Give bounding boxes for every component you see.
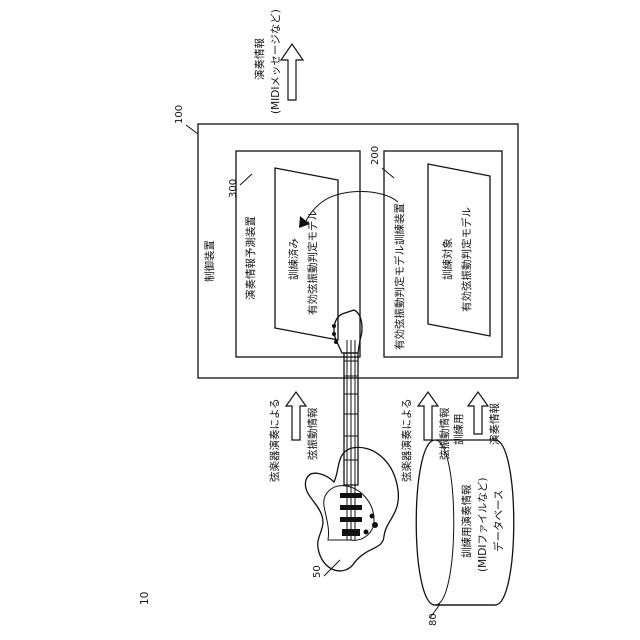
prediction-device-ref-leader (240, 174, 252, 185)
control-device-label: 制御装置 (203, 240, 216, 282)
guitar-ref-leader (324, 560, 340, 576)
guitar-ref: 50 (312, 565, 323, 578)
input-arrow-training-vibration (418, 392, 438, 440)
training-target-model-line2: 有効弦振動判定モデル (460, 207, 473, 312)
training-target-model-parallelogram (428, 164, 490, 336)
training-device-ref: 200 (370, 146, 381, 165)
input-arrow-training-performance (468, 392, 488, 434)
figure-number: 10 (139, 592, 151, 605)
trained-model-line2: 有効弦振動判定モデル (306, 210, 319, 315)
control-device-ref: 100 (174, 105, 185, 124)
prediction-device-ref: 300 (228, 179, 239, 198)
training-target-model-line1: 訓練対象 (441, 238, 454, 280)
prediction-device-label: 演奏情報予測装置 (244, 216, 257, 300)
database-label-line3: データベース (492, 490, 505, 552)
input-prediction-line1: 弦楽器演奏による (268, 398, 281, 482)
input-arrow-prediction (286, 392, 306, 440)
input-prediction-line2: 弦振動情報 (306, 407, 319, 460)
input-training-vibration-line2: 弦振動情報 (438, 407, 451, 460)
database-label-line2: (MIDIファイルなど) (477, 477, 489, 572)
input-training-vibration-line1: 弦楽器演奏による (400, 398, 413, 482)
database-label-line1: 訓練用演奏情報 (460, 484, 473, 558)
output-line2: (MIDIメッセージなど) (270, 9, 282, 114)
input-training-performance-line1: 訓練用 (452, 414, 465, 446)
output-line1: 演奏情報 (253, 38, 266, 80)
output-arrow (281, 44, 303, 100)
trained-model-line1: 訓練済み (287, 238, 300, 280)
control-device-ref-leader (186, 125, 198, 134)
training-device-label: 有効弦振動判定モデル訓練装置 (393, 203, 406, 350)
database-ref: 80 (428, 613, 439, 626)
input-training-performance-line2: 演奏情報 (488, 403, 501, 445)
